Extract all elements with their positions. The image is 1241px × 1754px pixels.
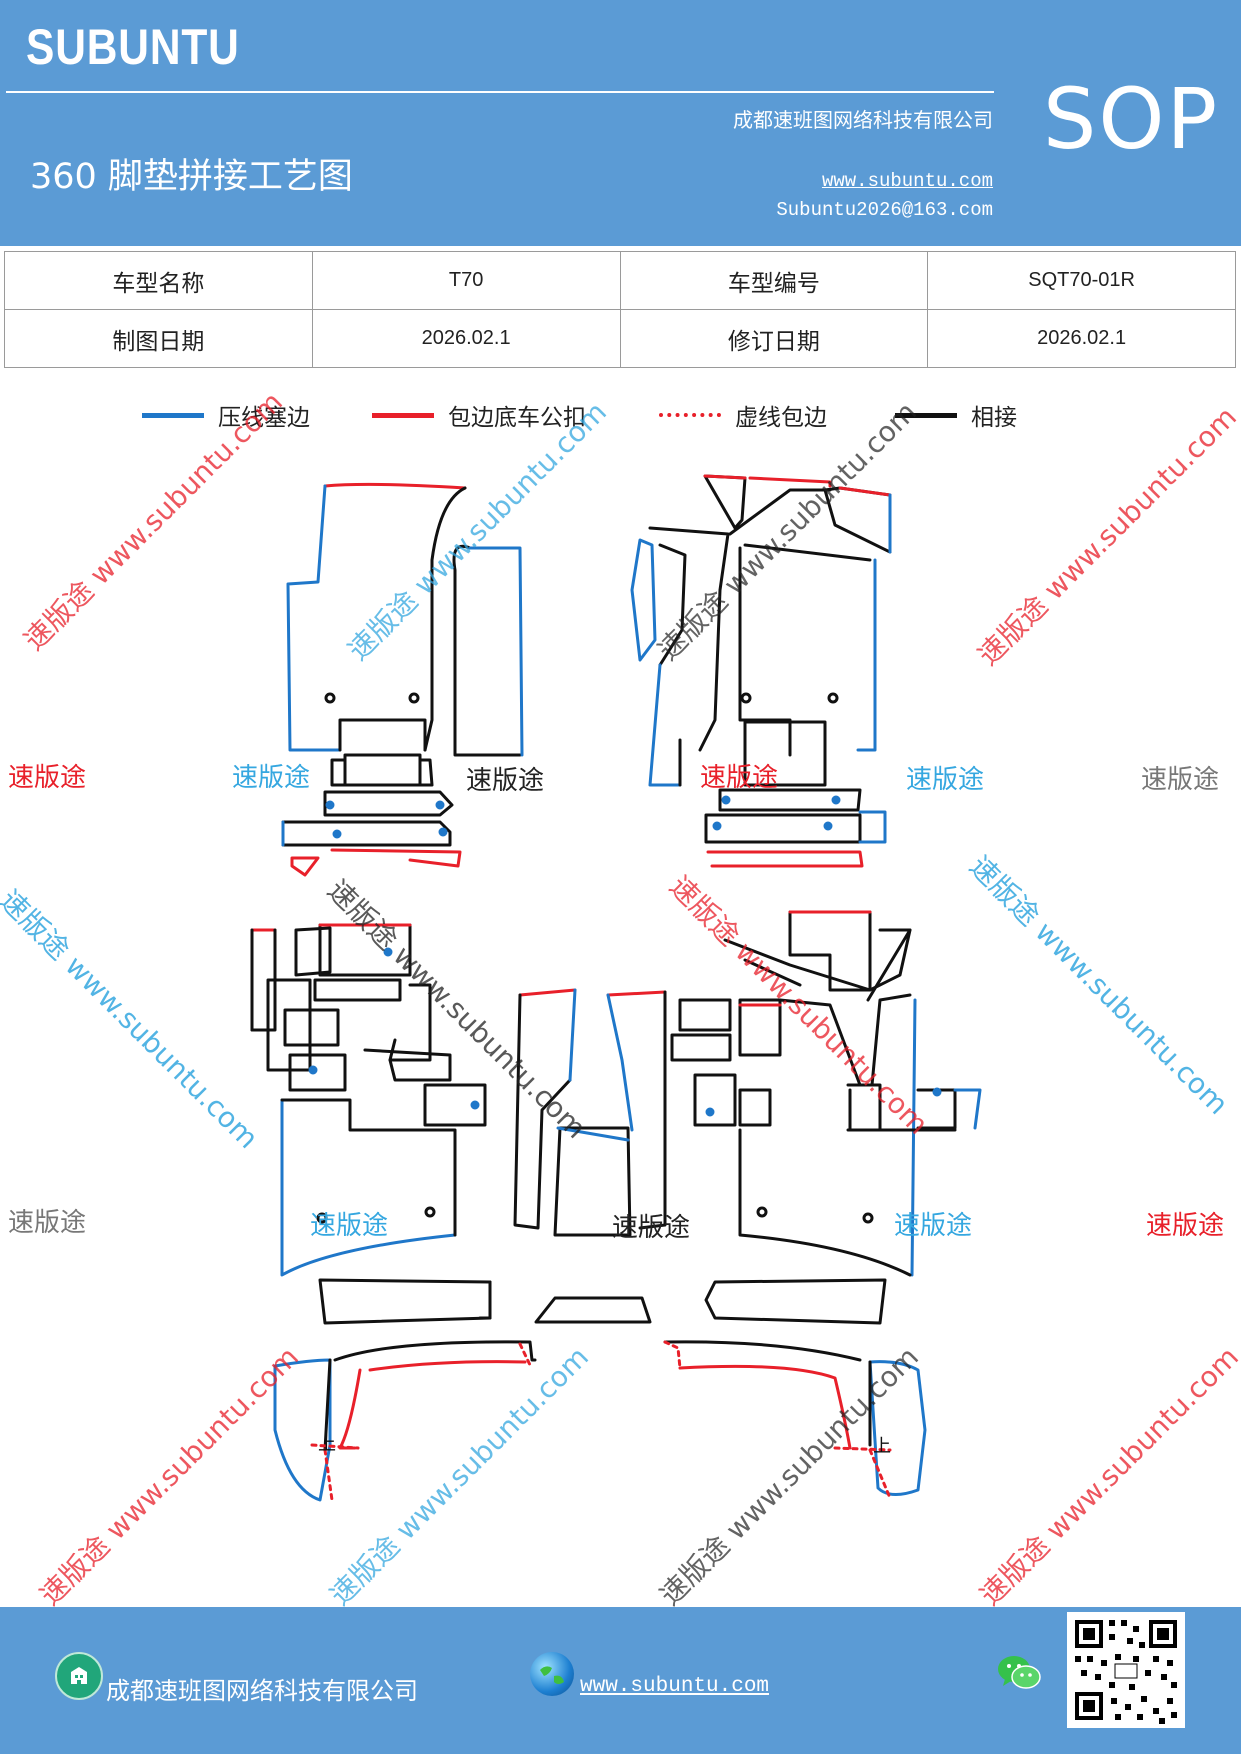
qr-code (1075, 1620, 1177, 1724)
marker-up-right: 上 (873, 1436, 891, 1457)
watermark: 速版途 (1141, 765, 1220, 795)
mat-cargo-strips (318, 1278, 887, 1325)
draw-date-value: 2026.02.1 (311, 309, 621, 368)
mat-rear-left (250, 923, 487, 1277)
draw-date-label: 制图日期 (4, 309, 313, 368)
building-icon (55, 1652, 103, 1700)
table-row: 制图日期 2026.02.1 修订日期 2026.02.1 (4, 309, 1236, 368)
model-name-label: 车型名称 (4, 251, 313, 310)
legend-label: 压线塞边 (218, 405, 310, 431)
legend-swatch-black (895, 412, 957, 418)
sop-label: SOP (1043, 70, 1220, 168)
legend-swatch-red (372, 412, 434, 418)
model-code-label: 车型编号 (619, 251, 929, 310)
mat-rear-right (670, 910, 982, 1277)
page-title: 360 脚垫拼接工艺图 (30, 157, 353, 197)
legend-label: 包边底车公扣 (448, 405, 586, 431)
model-name-value: T70 (311, 251, 621, 310)
building-icon (71, 1667, 87, 1684)
watermark: 速版途 (466, 766, 545, 796)
wechat-icon[interactable] (995, 1652, 1043, 1694)
mat-trunk-right (663, 1340, 927, 1500)
watermark: 速版途 (906, 765, 985, 795)
footer-website-link[interactable]: www.subuntu.com (580, 1675, 770, 1698)
revise-date-label: 修订日期 (619, 309, 929, 368)
watermark: 速版途 (612, 1213, 691, 1243)
mat-front-left (281, 482, 524, 877)
header-divider (6, 91, 994, 93)
revise-date-value: 2026.02.1 (927, 309, 1236, 368)
watermark: 速版途 (8, 1208, 87, 1238)
floor-mat-diagram: 上 上 (250, 474, 982, 1502)
legend-label: 虚线包边 (735, 405, 827, 431)
watermark: 速版途 (8, 763, 87, 793)
wechat-icon[interactable] (995, 1652, 1043, 1694)
globe-icon (530, 1652, 574, 1696)
watermark: 速版途 (700, 763, 779, 793)
legend-item-blue: 压线塞边 (142, 398, 310, 432)
brand-logo-text: SUBUNTU (26, 19, 240, 75)
mat-trunk-left (273, 1340, 537, 1502)
footer-company: 成都速班图网络科技有限公司 (106, 1677, 418, 1705)
watermark: 速版途 (310, 1211, 389, 1241)
watermark: 速版途 (232, 763, 311, 793)
legend-item-black: 相接 (895, 398, 1017, 432)
header-company: 成都速班图网络科技有限公司 (733, 108, 993, 132)
legend-item-red-dashed: 虚线包边 (659, 398, 827, 432)
header-banner (0, 0, 1241, 246)
header-website-link[interactable]: www.subuntu.com (821, 170, 993, 192)
watermark: 速版途 (894, 1211, 973, 1241)
qr-code (1067, 1612, 1185, 1728)
legend-swatch-red-dashed (659, 413, 721, 417)
legend-item-red: 包边底车公扣 (372, 398, 586, 432)
globe-icon (540, 1666, 564, 1684)
table-row: 车型名称 T70 车型编号 SQT70-01R (4, 251, 1236, 310)
watermark: 速版途 (1146, 1211, 1225, 1241)
mat-front-right (630, 474, 892, 868)
info-table: 车型名称 T70 车型编号 SQT70-01R 制图日期 2026.02.1 修… (4, 251, 1236, 368)
mat-center-tunnel (513, 988, 667, 1237)
model-code-value: SQT70-01R (927, 251, 1236, 310)
legend-label: 相接 (971, 405, 1017, 431)
marker-up-left: 上 (318, 1434, 336, 1455)
legend-swatch-blue (142, 412, 204, 418)
header-email: Subuntu2026@163.com (776, 199, 993, 221)
